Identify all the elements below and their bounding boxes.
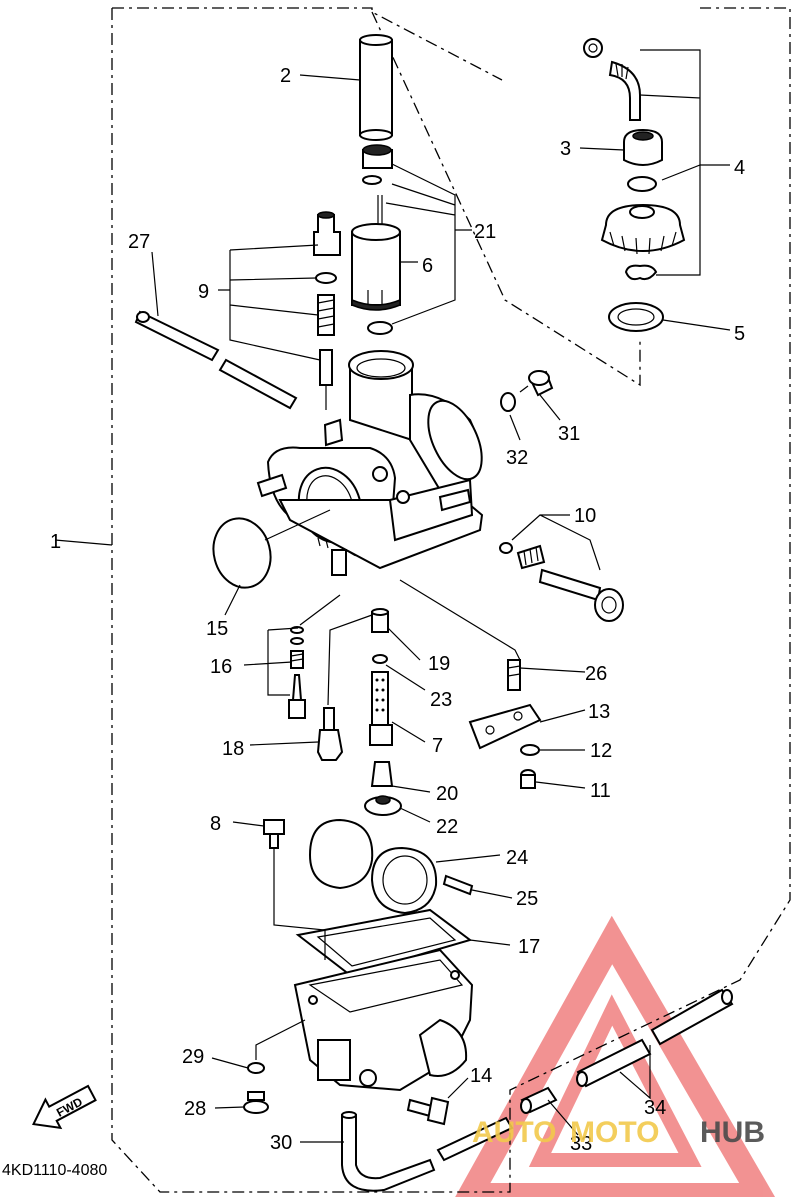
callout-28: 28 (184, 1098, 206, 1120)
callout-1: 1 (50, 531, 61, 553)
part-4-washer-and-cover (600, 176, 686, 281)
callout-7: 7 (432, 735, 443, 757)
assembly-boundary (111, 7, 791, 1193)
part-29-o-ring (247, 1062, 265, 1074)
callout-3: 3 (560, 138, 571, 160)
watermark-hub: HUB (700, 1116, 765, 1149)
callout-14: 14 (470, 1065, 492, 1087)
callout-34: 34 (644, 1097, 666, 1119)
callout-27: 27 (128, 231, 150, 253)
callout-15: 15 (206, 618, 228, 640)
part-14-screw (406, 1096, 450, 1126)
part-21-throttle-holder (362, 144, 393, 335)
callout-4: 4 (734, 157, 745, 179)
callout-23: 23 (430, 689, 452, 711)
part-15-o-ring (212, 517, 272, 589)
watermark-auto: AUTO (472, 1116, 556, 1149)
watermark-logo (452, 915, 778, 1202)
part-33-fitting (436, 1086, 558, 1162)
callout-21: 21 (474, 221, 496, 243)
part-24-float (308, 818, 438, 915)
part-7-emulsion-tube (369, 671, 393, 746)
part-16-starter-plunger-set (288, 626, 306, 719)
callout-33: 33 (570, 1133, 592, 1155)
callout-19: 19 (428, 653, 450, 675)
callout-29: 29 (182, 1046, 204, 1068)
part-19-needle-jet (371, 608, 389, 633)
part-9-adjust-assembly (313, 211, 341, 410)
part-12-washer (520, 744, 540, 756)
part-13-gasket (468, 703, 542, 750)
fwd-direction-arrow: FWD (32, 1084, 97, 1130)
callout-16: 16 (210, 656, 232, 678)
drawing-code: 4KD1110-4080 (2, 1162, 107, 1179)
part-28-drain-screw (243, 1091, 269, 1114)
callout-18: 18 (222, 738, 244, 760)
part-1-carburetor-body (256, 350, 484, 576)
part-10-pilot-screw-set (499, 542, 624, 622)
assembly-boundary-cap (371, 11, 641, 387)
callout-12: 12 (590, 740, 612, 762)
part-25-float-pin (442, 874, 474, 896)
callout-30: 30 (270, 1132, 292, 1154)
callout-31: 31 (558, 423, 580, 445)
watermark-text: AUTO MOTO HUB (472, 1116, 765, 1149)
callout-32: 32 (506, 447, 528, 469)
part-30-drain-hose (341, 1111, 436, 1192)
part-27-vent-hose (134, 310, 298, 410)
part-4-top-assembly (583, 38, 641, 121)
watermark-moto: MOTO (570, 1116, 659, 1149)
callout-5: 5 (734, 323, 745, 345)
callout-6: 6 (422, 255, 433, 277)
callout-11: 11 (590, 780, 611, 802)
part-3-cap (623, 128, 663, 166)
watermark-triangle-inner (528, 994, 702, 1167)
part-8-screw (263, 819, 285, 849)
part-20-main-jet (370, 761, 394, 787)
part-32-washer (500, 392, 516, 412)
part-22-plug-washer (364, 795, 402, 816)
leader-lines (54, 49, 731, 1143)
part-5-gasket (608, 302, 664, 332)
part-26-jet (507, 659, 521, 691)
part-23-o-ring (372, 654, 388, 664)
callout-10: 10 (574, 505, 596, 527)
part-18-starter-jet (316, 707, 344, 761)
callout-26: 26 (585, 663, 607, 685)
callout-20: 20 (436, 783, 458, 805)
callout-8: 8 (210, 813, 221, 835)
callout-25: 25 (516, 888, 538, 910)
float-chamber (293, 948, 474, 1092)
callout-labels: 1 2 3 4 5 6 7 8 9 10 11 12 13 14 15 16 1… (50, 65, 745, 1155)
callout-24: 24 (506, 847, 528, 869)
part-31-screw (519, 370, 554, 397)
callout-13: 13 (588, 701, 610, 723)
watermark-triangle-outer (452, 915, 778, 1202)
callout-17: 17 (518, 936, 540, 958)
callout-2: 2 (280, 65, 291, 87)
part-2-cap-tube (359, 34, 393, 141)
part-11-screw (520, 769, 536, 789)
callout-22: 22 (436, 816, 458, 838)
callout-9: 9 (198, 281, 209, 303)
part-6-throttle-valve (351, 223, 401, 311)
